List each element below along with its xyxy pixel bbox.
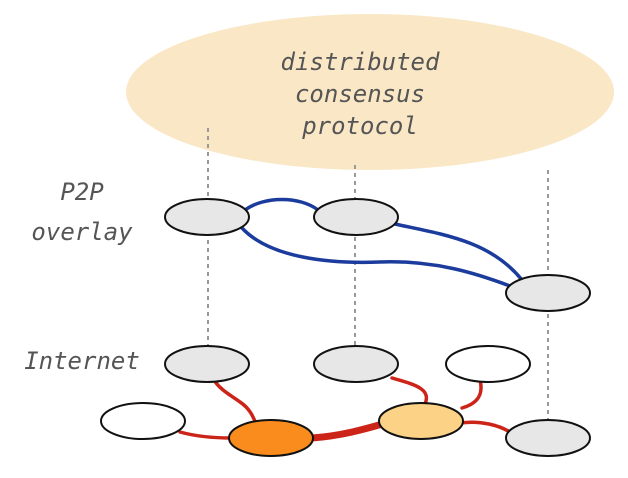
p2p-label-line-1: P2P bbox=[60, 178, 104, 206]
internet-label: Internet bbox=[24, 347, 140, 375]
internet-node-gray-middle bbox=[313, 345, 399, 383]
overlay-link-left-to-middle bbox=[243, 197, 320, 212]
internet-node-white-left bbox=[100, 402, 186, 440]
overlay-node-middle bbox=[313, 198, 399, 236]
consensus-label: distributed consensus protocol bbox=[281, 48, 440, 140]
overlay-links bbox=[240, 197, 524, 288]
internet-node-light-orange bbox=[378, 402, 464, 440]
internet-link-orange-to-lightorange bbox=[308, 419, 390, 442]
internet-node-gray-right bbox=[505, 419, 591, 457]
consensus-line-2: consensus bbox=[295, 80, 425, 108]
internet-link-white-to-lightorange bbox=[460, 378, 483, 410]
overlay-node-right bbox=[505, 274, 591, 312]
overlay-node-left bbox=[164, 198, 250, 236]
p2p-label-line-2: overlay bbox=[31, 218, 133, 246]
consensus-line-3: protocol bbox=[301, 112, 418, 140]
internet-node-white-top-right bbox=[445, 345, 531, 383]
consensus-line-1: distributed bbox=[281, 48, 440, 76]
overlay-link-middle-to-right bbox=[393, 222, 524, 282]
consensus-protocol-ellipse bbox=[126, 14, 614, 170]
layer-labels: P2P overlay Internet bbox=[24, 178, 140, 375]
internet-link-lightorange-to-gray bbox=[458, 420, 512, 434]
internet-link-gray-to-orange bbox=[212, 378, 260, 430]
internet-node-orange bbox=[228, 419, 314, 457]
overlay-link-left-to-right bbox=[240, 226, 512, 288]
internet-link-gray-to-lightorange bbox=[390, 376, 429, 406]
internet-link-white-to-orange bbox=[178, 430, 234, 440]
overlay-nodes bbox=[164, 198, 591, 312]
internet-node-gray-left bbox=[164, 345, 250, 383]
internet-nodes bbox=[100, 345, 591, 457]
internet-links bbox=[178, 376, 512, 442]
